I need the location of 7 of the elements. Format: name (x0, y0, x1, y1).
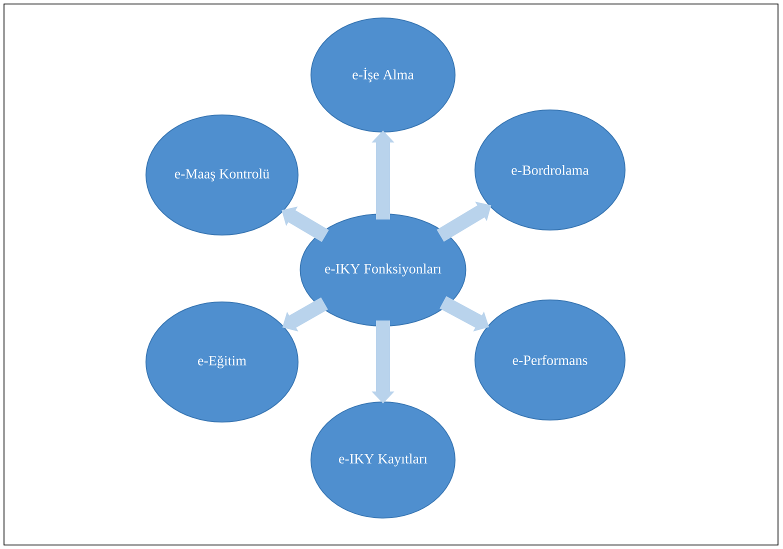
oval: e-Performans (474, 300, 626, 420)
oval: e-Bordrolama (474, 110, 626, 230)
oval: e-Eğitim (146, 302, 298, 422)
oval: e-Maaş Kontrolü (146, 114, 298, 236)
oval: e-IKY Kayıtları (310, 402, 456, 518)
oval: e-İşe Alma (310, 18, 456, 132)
oval: e-IKY Fonksiyonları (300, 214, 466, 326)
